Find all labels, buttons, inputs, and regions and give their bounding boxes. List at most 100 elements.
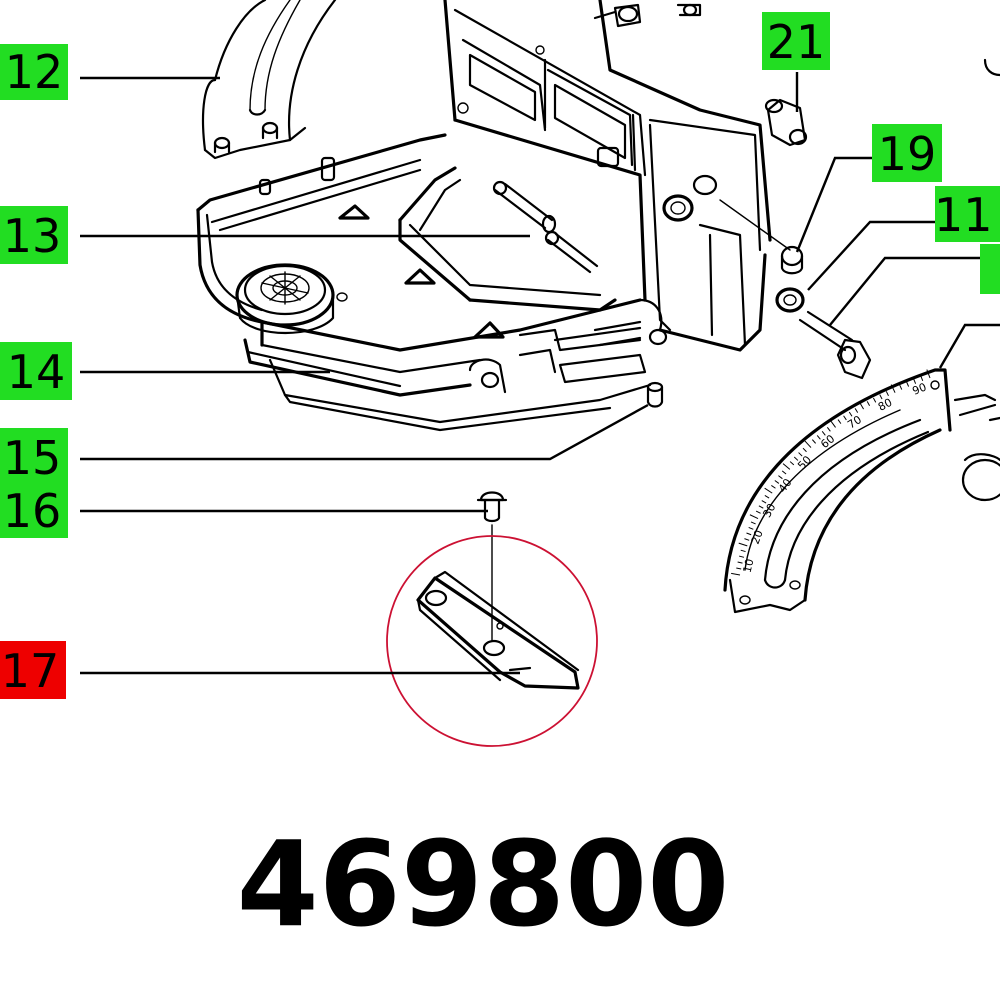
protractor-tick xyxy=(764,495,770,499)
leader-protractor xyxy=(938,323,1000,369)
protractor-tick xyxy=(848,411,853,417)
protractor-scale-label: 20 xyxy=(749,528,766,546)
protractor-tick xyxy=(816,435,821,440)
callout-label: 14 xyxy=(7,345,66,399)
protractor-tick xyxy=(854,408,859,413)
protractor-tick xyxy=(764,487,773,494)
callout-label: 15 xyxy=(3,431,62,485)
protractor-scale-label: 90 xyxy=(911,380,929,397)
protractor-tick xyxy=(781,470,787,475)
protractor-tick xyxy=(829,419,836,428)
protractor-tick xyxy=(913,378,917,384)
protractor-tick xyxy=(890,384,896,393)
protractor-tick xyxy=(899,384,903,390)
callout-box xyxy=(0,641,66,699)
protractor-tick xyxy=(778,475,783,480)
protractor-tick xyxy=(755,510,761,514)
leader-lines xyxy=(80,72,1000,675)
protractor-tick xyxy=(885,391,889,397)
callout-box xyxy=(980,244,1000,294)
protractor-scale-label: 10 xyxy=(741,557,757,574)
protractor-tick xyxy=(821,431,826,436)
part-screw xyxy=(476,491,508,641)
protractor-tick xyxy=(843,415,847,421)
callout-label: 12 xyxy=(5,45,64,99)
protractor-tick xyxy=(826,427,831,432)
callout-box xyxy=(762,12,830,70)
protractor-ticks xyxy=(731,369,931,576)
callout-19: 19 xyxy=(872,124,942,182)
protractor-tick xyxy=(798,452,803,457)
highlight-circle xyxy=(386,535,598,747)
part-number: 469800 xyxy=(237,815,730,953)
protractor-scale-label: 70 xyxy=(845,413,864,432)
callout-box xyxy=(0,342,72,400)
callout-box xyxy=(0,428,68,484)
callout-box xyxy=(935,186,1000,242)
part-set-screw xyxy=(646,381,664,408)
callout-15: 15 xyxy=(0,428,68,485)
protractor-tick xyxy=(731,572,741,576)
part-tilt-housing xyxy=(443,0,772,352)
protractor-scale-label: 30 xyxy=(760,501,778,520)
part-bushing-washer-bolt xyxy=(719,199,872,380)
callout-11: 11 xyxy=(934,186,1000,242)
callout-partial-edge xyxy=(980,244,1000,294)
callout-label: 19 xyxy=(878,127,937,181)
callout-box xyxy=(872,124,942,182)
protractor-tick xyxy=(738,542,748,547)
protractor-tick xyxy=(761,500,767,504)
callout-label: 11 xyxy=(934,188,993,242)
protractor-tick xyxy=(749,514,759,520)
protractor-tick xyxy=(872,397,877,403)
callout-16: 16 xyxy=(0,484,68,538)
leader-15 xyxy=(80,403,649,461)
protractor-tick xyxy=(906,381,910,387)
protractor-tick xyxy=(866,401,871,406)
protractor-tick xyxy=(811,439,817,444)
callout-box xyxy=(0,44,68,100)
protractor-tick xyxy=(774,480,780,484)
callout-box xyxy=(0,206,68,264)
callout-label: 13 xyxy=(3,209,62,263)
callout-box xyxy=(0,484,68,538)
callout-12: 12 xyxy=(0,44,68,100)
protractor-tick xyxy=(736,567,742,570)
callout-13: 13 xyxy=(0,206,68,264)
leader-11 xyxy=(807,220,935,291)
protractor-scale-label: 60 xyxy=(818,432,837,451)
protractor-scale-label: 80 xyxy=(876,396,894,414)
protractor-tick xyxy=(771,484,776,489)
protractor-tick xyxy=(879,394,883,400)
protractor-tick xyxy=(804,440,812,448)
part-sleeve xyxy=(764,98,808,147)
callout-label: 21 xyxy=(767,15,826,69)
protractor-tick xyxy=(737,561,743,564)
callout-label: 16 xyxy=(3,484,62,538)
protractor-tick xyxy=(748,526,754,530)
protractor-tick xyxy=(744,538,750,541)
protractor-tick xyxy=(746,532,752,536)
protractor-tick xyxy=(750,521,756,525)
protractor-tick xyxy=(926,369,931,379)
leader-extra xyxy=(829,256,980,326)
protractor-tick xyxy=(837,419,842,424)
callout-14: 14 xyxy=(0,342,72,400)
part-arc-guide xyxy=(201,0,337,160)
protractor-tick xyxy=(920,375,924,381)
leader-19 xyxy=(795,156,872,253)
protractor-tick xyxy=(793,456,799,461)
protractor-tick xyxy=(858,401,865,410)
callout-label: 17 xyxy=(1,644,60,698)
callout-17: 17 xyxy=(0,641,66,699)
callout-21: 21 xyxy=(762,12,830,70)
protractor-tick xyxy=(740,549,746,553)
protractor-tick xyxy=(789,461,795,466)
protractor-tick xyxy=(758,505,764,509)
protractor-tick xyxy=(802,447,807,453)
protractor-tick xyxy=(738,555,745,558)
part-base-table xyxy=(196,133,652,432)
